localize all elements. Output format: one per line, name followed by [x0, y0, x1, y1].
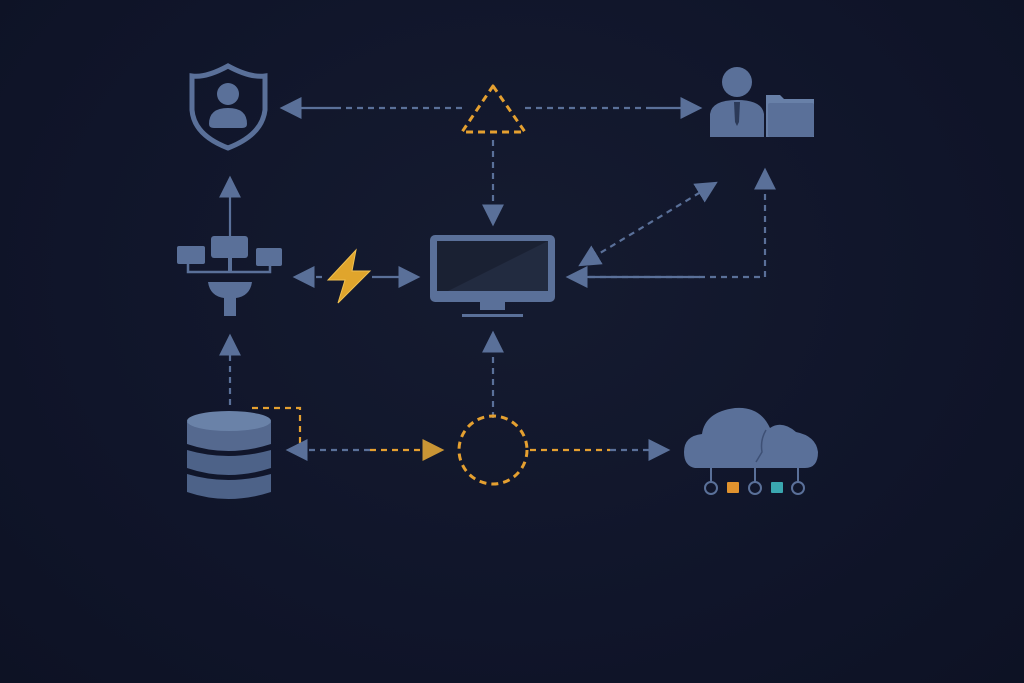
database-icon[interactable]: [187, 411, 271, 499]
dashed-circle-icon[interactable]: [457, 414, 529, 486]
warning-triangle-icon[interactable]: [460, 84, 527, 134]
monitor-icon[interactable]: [430, 235, 555, 317]
user-folder-icon[interactable]: [710, 67, 814, 137]
lightning-icon[interactable]: [326, 248, 372, 304]
cloud-network-icon[interactable]: [684, 407, 818, 495]
connector-database-loop: [252, 406, 302, 448]
node-orange: [727, 482, 739, 493]
shield-user-icon[interactable]: [189, 63, 268, 151]
connector-monitor-admin-diagonal: [578, 181, 718, 267]
node-teal: [771, 482, 783, 493]
network-filter-icon[interactable]: [177, 236, 282, 316]
connector-admin-to-monitor: [570, 167, 776, 279]
